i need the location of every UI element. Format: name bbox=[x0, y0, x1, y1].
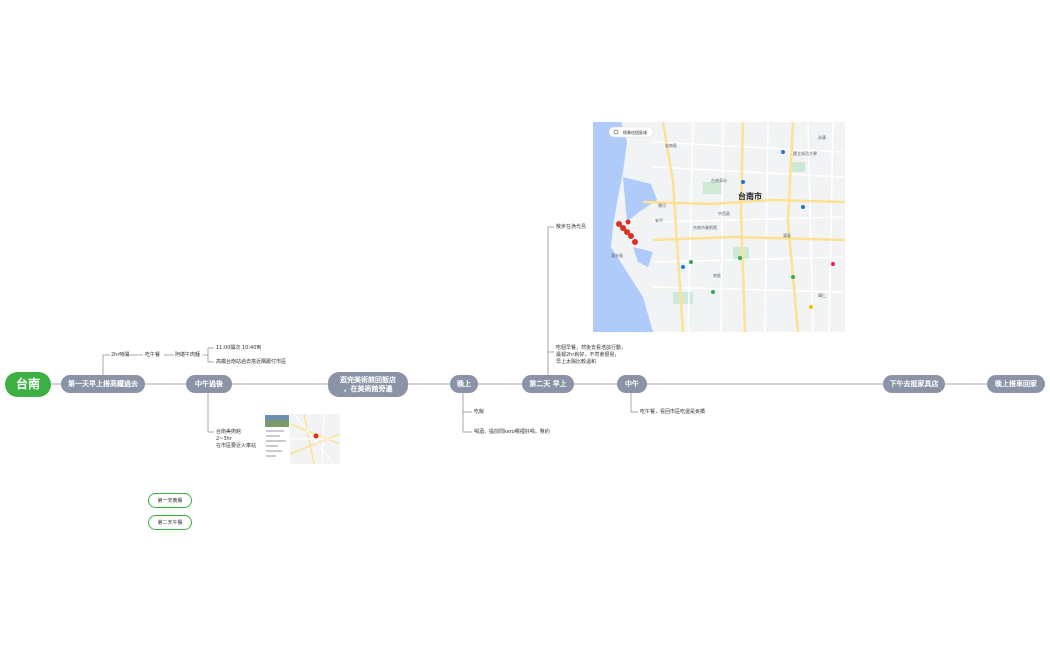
label-ahe[interactable]: 阿堪午肉麵 bbox=[175, 352, 201, 358]
node-noon[interactable]: 中午 bbox=[617, 375, 647, 393]
map-place-label: 台南市美術館 bbox=[693, 225, 717, 230]
map-place-label: 台南車站 bbox=[711, 178, 727, 183]
map-place-label: 歸仁 bbox=[818, 293, 826, 298]
map-place-label: 安南區 bbox=[665, 143, 677, 148]
label-train-time[interactable]: 11:00開次 10:40到 bbox=[216, 345, 262, 351]
day2-lunch-button[interactable]: 第二天午餐 bbox=[148, 515, 192, 530]
map-place-label: 南區 bbox=[713, 273, 721, 278]
map-place-label: 運河 bbox=[658, 203, 666, 208]
label-museum[interactable]: 台南美術館 2~3hr 在市區要近火車站 bbox=[216, 429, 257, 449]
tainan-map[interactable]: 搜尋這個區域 台南市 安平 台南車站 國立成功大學 永康 南區 安南區 台南市美… bbox=[593, 122, 845, 332]
node-day2-morning[interactable]: 第二天 早上 bbox=[522, 375, 574, 393]
label-dinner[interactable]: 吃飯 bbox=[474, 409, 485, 415]
label-eat-lunch[interactable]: 吃午餐 bbox=[145, 352, 161, 358]
label-fishing[interactable]: 散步在漁光島 bbox=[556, 224, 587, 230]
node-night[interactable]: 晚上搭車回家 bbox=[987, 375, 1045, 393]
map-place-label: 中西區 bbox=[718, 211, 730, 216]
map-city-label: 台南市 bbox=[738, 192, 762, 201]
map-place-label: 漁光島 bbox=[611, 253, 623, 258]
label-drink[interactable]: 喝酒，提前問kero哪裡好喝，幫約 bbox=[474, 429, 550, 435]
root-node[interactable]: 台南 bbox=[5, 372, 51, 397]
map-search-box[interactable]: 搜尋這個區域 bbox=[623, 130, 647, 135]
map-place-label: 國立成功大學 bbox=[793, 151, 817, 156]
node-hotel[interactable]: 逛完美術館回飯店 ，在美術館旁邊 bbox=[328, 372, 408, 397]
map-place-label: 安平 bbox=[655, 218, 663, 223]
node-evening[interactable]: 晚上 bbox=[450, 375, 478, 393]
node-lunch[interactable]: 中午過後 bbox=[186, 375, 232, 393]
map-place-label: 東區 bbox=[783, 233, 791, 238]
label-hsr-time[interactable]: 2hr時間 bbox=[111, 352, 130, 358]
label-noon-lunch[interactable]: 吃午餐，看回市區吃還是丟橋 bbox=[640, 409, 706, 415]
day1-dinner-button[interactable]: 第一天晚餐 bbox=[148, 493, 192, 508]
map-canvas bbox=[593, 122, 845, 332]
label-breakfast[interactable]: 吃個早餐，然後去看浩談行動， 最遲2hr就好，不然會很晃， 早上太陽比較溫和 bbox=[556, 345, 627, 365]
museum-map-thumbnail bbox=[264, 414, 340, 464]
node-day1-morning[interactable]: 第一天早上搭高鐵過去 bbox=[61, 375, 145, 393]
map-place-label: 永康 bbox=[818, 135, 826, 140]
label-transit[interactable]: 高鐵台南站過去搭近購跟付市區 bbox=[216, 359, 287, 365]
node-afternoon[interactable]: 下午去挺家具店 bbox=[883, 375, 945, 393]
